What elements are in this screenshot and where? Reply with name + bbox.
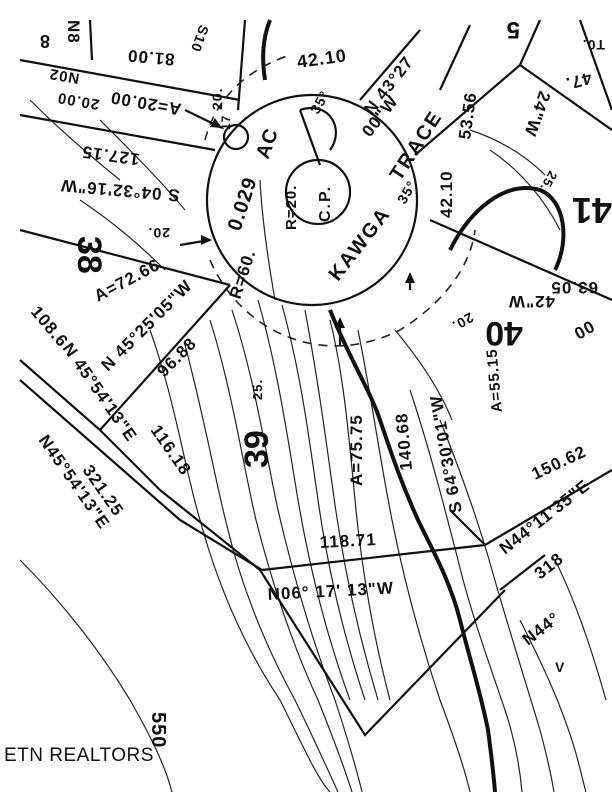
- distance-118-71: 118.71: [319, 530, 377, 552]
- bearing-00: 00: [570, 317, 598, 344]
- road-name-kawga: KAWGA: [325, 203, 396, 285]
- distance-20-b: 20.: [209, 88, 225, 110]
- arc-a55-15: A=55.15: [483, 348, 506, 413]
- arc-a75-75: A=75.75: [347, 414, 366, 486]
- radius-r20: R=20.: [283, 185, 300, 230]
- distance-20-a: 20.00: [56, 89, 101, 113]
- lot-17-label: 17: [219, 115, 233, 130]
- distance-318: 318: [531, 549, 567, 583]
- cul-de-sac: [204, 54, 476, 347]
- cul-de-sac-cp-label: C.P.: [317, 185, 334, 222]
- bearing-n06: N06° 17' 13"W: [267, 578, 394, 604]
- contour-lines: [19, 99, 607, 792]
- distance-140-68: 140.68: [392, 412, 416, 471]
- distance-t0: T0.: [582, 37, 605, 53]
- distance-108-6: 108.6: [27, 302, 72, 351]
- creek-lines: [261, 19, 566, 792]
- distance-47: 47.: [563, 68, 594, 93]
- distance-81: 81.00: [126, 46, 175, 69]
- bearing-n44-a: N44°11'35"E: [496, 476, 594, 558]
- lot-8-label: 8: [39, 31, 50, 51]
- arc-a20: A=20.00: [109, 88, 183, 119]
- lot-550-label: 550: [147, 712, 169, 748]
- bearing-s64: S 64°30'01"W: [426, 393, 466, 514]
- distance-63-05: 63.05: [550, 278, 598, 297]
- bearing-n8: N8: [64, 20, 83, 44]
- distance-20-d: 20.: [449, 309, 476, 334]
- lot-area-0029: 0.029: [224, 174, 262, 233]
- distance-20-c: 20.: [148, 225, 170, 241]
- lot-40-label: 40: [485, 314, 523, 352]
- radius-r60: R=60.: [226, 247, 260, 301]
- lot-38-label: 38: [70, 236, 108, 274]
- distance-96-88: 96.88: [153, 334, 200, 381]
- distance-42-10: 42.10: [296, 45, 348, 72]
- bearing-42w: 42"W: [508, 292, 555, 311]
- lot-39-label: 39: [238, 430, 276, 468]
- boundary-lines: [19, 19, 612, 737]
- distance-116-18: 116.18: [147, 421, 195, 479]
- angle-35-a: 35°: [307, 88, 333, 117]
- distance-127-15: 127.15: [80, 142, 140, 169]
- dimension-arrows: [179, 109, 415, 345]
- lot-41-label: 41: [572, 190, 612, 231]
- distance-53-56: 53.56: [455, 91, 480, 141]
- bearing-s10: S10: [188, 23, 213, 55]
- marker-v: V: [555, 659, 565, 675]
- bearing-24w: 24"W: [520, 89, 554, 140]
- bearing-n02: N02: [48, 65, 81, 87]
- lot-area-ac: AC: [252, 125, 283, 162]
- watermark-etn-realtors: ETN REALTORS: [4, 745, 154, 766]
- lot-numbers: 38 39 40 41 5 8 17 550: [39, 16, 612, 748]
- distance-42-10-b: 42.10: [437, 170, 456, 218]
- lot-5-label: 5: [507, 16, 520, 43]
- bearing-n44-b: N44°: [519, 608, 564, 649]
- distance-25-b: 25.: [250, 379, 265, 400]
